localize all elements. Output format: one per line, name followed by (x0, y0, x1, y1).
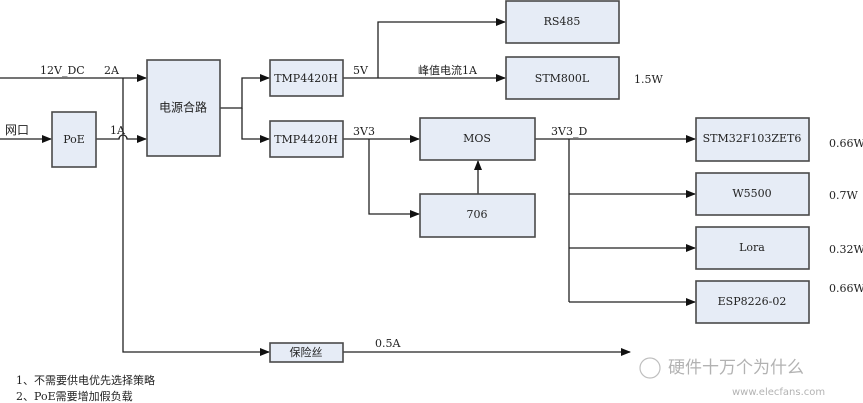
block-label: TMP4420H (274, 133, 338, 146)
block-reg-3v3: TMP4420H (269, 120, 344, 158)
block-combiner: 电源合路 (146, 59, 221, 157)
label-12v-dc: 12V_DC (40, 64, 85, 77)
block-stm32: STM32F103ZET6 (695, 117, 810, 162)
block-reg-5v: TMP4420H (269, 59, 344, 97)
block-label: STM800L (535, 72, 590, 85)
block-label: MOS (463, 132, 491, 145)
watermark: 硬件十万个为什么 www.elecfans.com (639, 357, 825, 398)
block-rs485: RS485 (505, 0, 620, 44)
wire-5v-rs485 (377, 18, 506, 78)
wechat-icon (639, 357, 661, 379)
power-stm32: 0.66W (829, 137, 863, 150)
block-label: Lora (739, 241, 765, 254)
block-poe: PoE (51, 111, 97, 168)
block-706: 706 (419, 193, 536, 238)
label-peak-current: 峰值电流1A (418, 63, 478, 77)
block-label: TMP4420H (274, 72, 338, 85)
wires (0, 18, 696, 356)
label-3v3: 3V3 (353, 125, 375, 138)
label-3v3-d: 3V3_D (551, 125, 587, 138)
power-lora: 0.32W (829, 243, 863, 256)
wire-fuse-branch (122, 78, 270, 356)
label-1a: 1A (110, 124, 126, 137)
wire-to-5v-reg (220, 74, 270, 109)
label-net-port: 网口 (5, 123, 29, 137)
wire-3v3-706 (368, 139, 420, 218)
power-stm800l: 1.5W (634, 73, 663, 86)
power-esp: 0.66W (829, 282, 863, 295)
block-label: ESP8226-02 (718, 295, 787, 308)
block-label: 电源合路 (159, 100, 207, 115)
label-fuse-current: 0.5A (375, 337, 401, 350)
block-lora: Lora (695, 226, 810, 270)
block-fuse: 保险丝 (269, 342, 344, 363)
block-w5500: W5500 (695, 172, 810, 216)
note-1: 1、不需要供电优先选择策略 (16, 373, 155, 387)
label-5v: 5V (353, 64, 369, 77)
block-label: RS485 (544, 15, 581, 28)
block-label: PoE (63, 133, 85, 146)
block-label: 706 (467, 208, 488, 221)
watermark-title: 硬件十万个为什么 (668, 358, 804, 378)
block-stm800l: STM800L (505, 56, 620, 100)
label-2a: 2A (104, 64, 120, 77)
note-2: 2、PoE需要增加假负载 (16, 389, 133, 403)
power-w5500: 0.7W (829, 189, 858, 202)
block-esp: ESP8226-02 (695, 280, 810, 324)
block-mos: MOS (419, 117, 536, 161)
wire-to-3v3-reg (241, 108, 270, 143)
block-label: W5500 (732, 187, 771, 200)
watermark-site: www.elecfans.com (732, 387, 825, 398)
block-label: 保险丝 (290, 345, 323, 359)
block-label: STM32F103ZET6 (703, 132, 802, 145)
